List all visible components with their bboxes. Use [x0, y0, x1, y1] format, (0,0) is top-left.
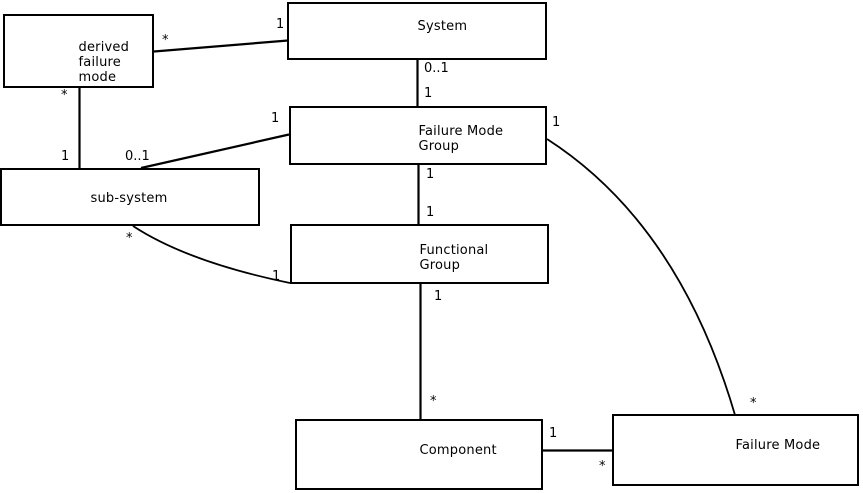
node-derived-failure-mode-label: derived failure mode: [78, 39, 130, 85]
node-sub-system-label: sub-system: [90, 191, 168, 206]
multiplicity-dfm-system-at-system: 1: [276, 17, 285, 32]
association-line-failure-mode-group-sub-system: [140, 133, 290, 170]
node-failure-mode: Failure Mode: [612, 414, 859, 486]
multiplicity-system-fmg-at-fmg: 1: [424, 86, 433, 101]
multiplicity-fmg-fm-at-fmg: 1: [552, 115, 561, 130]
multiplicity-fmg-fm-at-fm: *: [750, 396, 757, 411]
multiplicity-component-fm-at-fm: *: [599, 459, 606, 474]
association-line-derived-failure-mode-system: [153, 39, 289, 53]
multiplicity-subsystem-fg-at-fg: 1: [272, 269, 281, 284]
multiplicity-dfm-subsystem-at-dfm: *: [61, 88, 68, 103]
multiplicity-fmg-fg-at-fg: 1: [426, 205, 435, 220]
node-failure-mode-label: Failure Mode: [735, 438, 821, 453]
node-sub-system: sub-system: [0, 168, 260, 226]
multiplicity-fmg-subsystem-at-fmg: 1: [271, 111, 280, 126]
multiplicity-subsystem-fg-at-subsystem: *: [126, 231, 133, 246]
multiplicity-fg-component-at-fg: 1: [434, 289, 443, 304]
association-curve-sub-system-functional-group: [132, 225, 291, 284]
multiplicity-dfm-system-at-dfm: *: [162, 33, 169, 48]
multiplicity-system-fmg-at-system: 0..1: [424, 61, 449, 76]
multiplicity-fmg-fg-at-fmg: 1: [426, 167, 435, 182]
multiplicity-component-fm-at-component: 1: [549, 426, 558, 441]
multiplicity-fg-component-at-component: *: [430, 394, 437, 409]
association-curve-failure-mode-group-failure-mode: [546, 138, 736, 416]
node-component: Component: [295, 419, 543, 490]
node-system-label: System: [417, 18, 468, 34]
multiplicity-dfm-subsystem-at-subsystem: 1: [61, 149, 70, 164]
node-functional-group-label: Functional Group: [419, 243, 489, 273]
multiplicity-fmg-subsystem-at-subsystem: 0..1: [125, 149, 150, 164]
node-failure-mode-group: Failure Mode Group: [289, 106, 547, 165]
node-failure-mode-group-label: Failure Mode Group: [418, 124, 504, 154]
node-system: System: [287, 2, 547, 60]
node-derived-failure-mode: derived failure mode: [3, 14, 154, 88]
node-component-label: Component: [419, 443, 497, 458]
node-functional-group: Functional Group: [290, 224, 549, 284]
